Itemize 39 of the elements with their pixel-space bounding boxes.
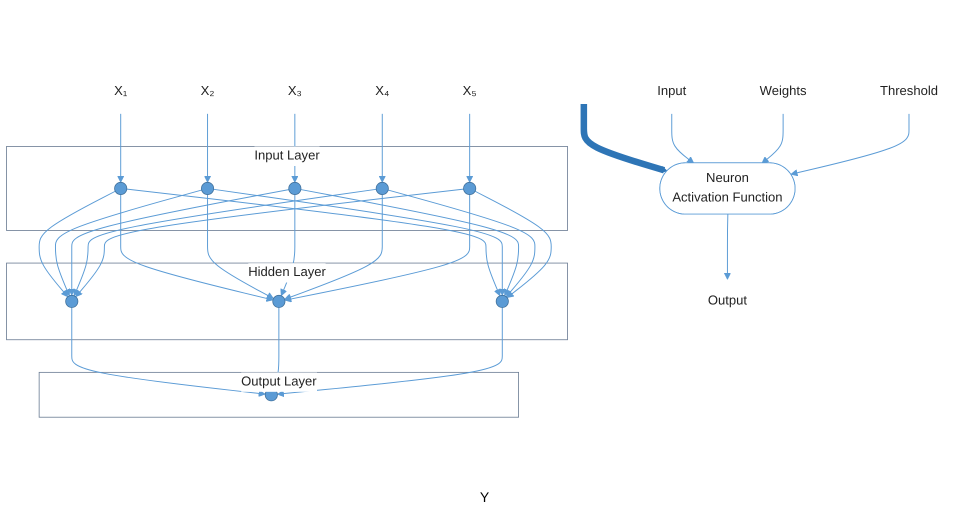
arrow xyxy=(762,113,784,164)
node-text: X₃ xyxy=(288,84,302,98)
arrow xyxy=(284,194,383,300)
node-circle xyxy=(496,294,509,308)
arrow xyxy=(54,190,202,296)
node-circle xyxy=(288,182,302,195)
node-circle xyxy=(272,294,286,308)
arrow xyxy=(71,307,266,397)
arrow xyxy=(117,113,124,183)
arrow xyxy=(466,113,474,183)
arrow xyxy=(277,307,503,398)
arrow xyxy=(790,113,910,176)
arrow xyxy=(207,194,274,299)
arrow xyxy=(724,214,732,280)
node-text: X₄ xyxy=(375,84,390,98)
node-text: Weights xyxy=(760,84,807,98)
arrow xyxy=(120,194,274,302)
arrow xyxy=(284,194,470,302)
arrow xyxy=(204,113,212,183)
node-text: X₂ xyxy=(200,84,214,98)
node-text: Input xyxy=(657,84,686,98)
node-text: X₅ xyxy=(462,84,477,98)
node-text: Output xyxy=(708,294,748,308)
node-text: Threshold xyxy=(880,84,938,98)
arrow xyxy=(300,189,520,296)
arrow xyxy=(580,104,668,174)
node-circle xyxy=(114,182,128,195)
arrow xyxy=(68,189,290,296)
arrow xyxy=(378,113,386,183)
arrow xyxy=(474,190,552,298)
arrow xyxy=(671,113,694,164)
arrow xyxy=(388,190,536,298)
node-circle xyxy=(65,294,78,308)
node-circle xyxy=(376,182,389,195)
output-label: Y xyxy=(480,489,490,505)
node-circle xyxy=(201,182,214,195)
node-circle xyxy=(463,182,476,195)
node-text: X₁ xyxy=(114,84,128,98)
arrow xyxy=(38,190,116,298)
